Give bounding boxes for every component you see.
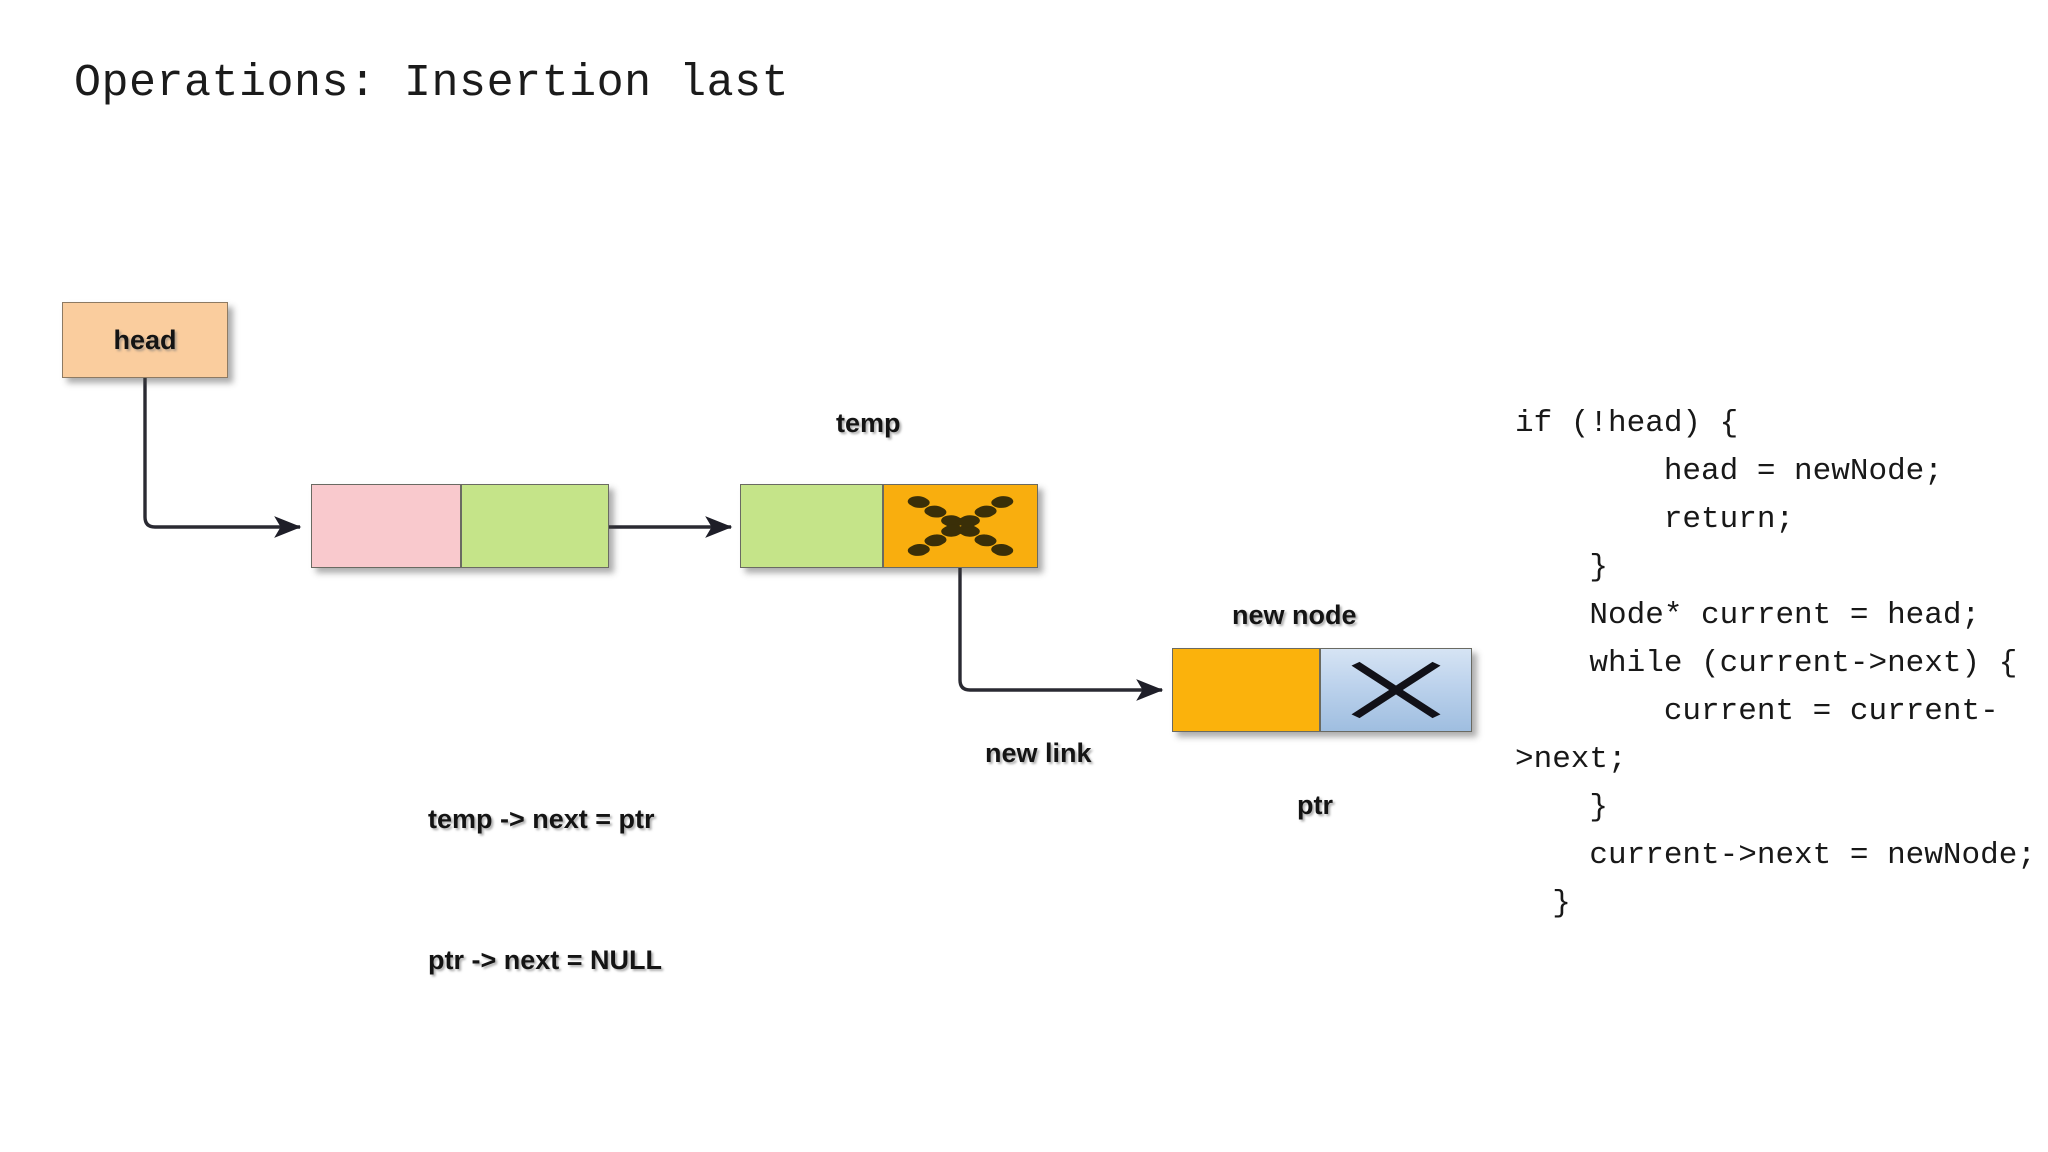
page-title: Operations: Insertion last [74,58,790,109]
solid-null-x-icon [1351,661,1441,719]
list-node-2-data-cell [740,484,883,568]
list-node-3-data-cell [1172,648,1320,732]
list-node-3-new-node [1172,648,1472,732]
list-node-2-temp [740,484,1038,568]
label-ptr: ptr [1297,790,1333,820]
connector-head-to-node1 [143,378,302,538]
list-node-1-data-cell [311,484,461,568]
list-node-3-next-cell [1320,648,1472,732]
list-node-1-next-cell [461,484,609,568]
head-label: head [113,324,177,355]
label-new-node: new node [1232,600,1357,630]
list-node-2-next-cell [883,484,1038,568]
connector-layer [143,378,1164,701]
connector-node2-to-node3 [958,568,1164,701]
annotation-line-2: ptr -> next = NULL [428,945,663,975]
code-snippet: if (!head) { head = newNode; return; } N… [1515,406,2036,921]
linked-list-diagram: head [62,302,1472,1078]
list-node-1 [311,484,609,568]
head-pointer-box: head [62,302,228,378]
annotation-line-1: temp -> next = ptr [428,804,655,834]
label-temp: temp [836,408,901,438]
annotation-text: temp -> next = ptr ptr -> next = NULL [428,702,662,1078]
dotted-null-x-icon [907,496,1014,556]
label-new-link: new link [985,738,1092,768]
